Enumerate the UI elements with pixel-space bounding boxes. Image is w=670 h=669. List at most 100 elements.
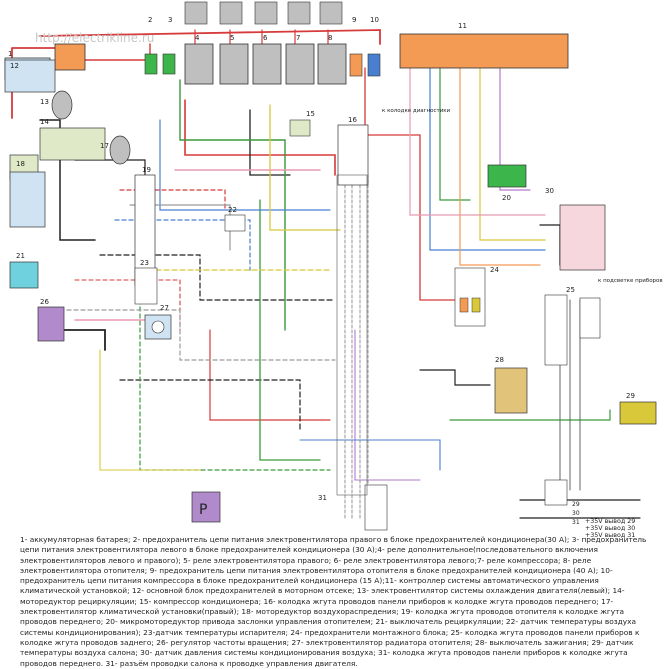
central-connector [336, 174, 368, 496]
badge-9: 9 [352, 16, 356, 24]
wire-red-right [364, 67, 456, 301]
wire-black-4 [419, 369, 491, 386]
badge-19: 19 [142, 166, 151, 174]
panel-light-note: к подсветке приборов [598, 278, 663, 284]
badge-13: 13 [40, 98, 49, 106]
mount-fuse-b [471, 297, 481, 313]
bus-30-label: 30 [572, 510, 580, 517]
cabin-temp-sensor [619, 401, 657, 425]
badge-4: 4 [195, 34, 200, 42]
connector-25 [544, 294, 568, 366]
badge-22: 22 [228, 206, 237, 214]
wire-red-main [184, 99, 336, 176]
legend-text: 1- аккумуляторная батарея; 2- предохрани… [20, 535, 647, 668]
wire-bundle [344, 174, 369, 521]
green-module [487, 164, 527, 188]
watermark: http://electrikline.ru [35, 31, 154, 45]
wire-blue-3 [299, 439, 441, 471]
fan-right [109, 135, 131, 165]
heater-box [9, 171, 46, 228]
mount-fuses [454, 267, 486, 327]
number-badges: 1 2 3 4 5 6 7 8 9 10 11 12 13 14 15 16 1… [8, 16, 635, 502]
wire-red-bottom [209, 329, 331, 421]
wire-gray-dash [59, 309, 336, 361]
badge-18: 18 [16, 160, 25, 168]
fuse-block [54, 43, 86, 71]
badge-1: 1 [8, 50, 12, 58]
relay-row [184, 43, 347, 85]
wire-green-3 [439, 59, 471, 201]
wire-black-1 [39, 119, 96, 241]
bus-29-label: 29 [572, 501, 580, 508]
output-label-29: +35V вывод 29 [585, 518, 635, 525]
wire-black-3 [49, 329, 106, 351]
recirc-switch [9, 261, 39, 289]
badge-17: 17 [100, 142, 109, 150]
wire-black-dash-2 [119, 379, 301, 431]
badge-29: 29 [626, 392, 635, 400]
evaporator-sensor [134, 267, 158, 305]
connector-25b [579, 297, 601, 339]
badge-31: 31 [318, 494, 327, 502]
wire-blue-dash [114, 219, 251, 271]
speed-regulator [37, 306, 65, 342]
wire-gray-1 [129, 204, 231, 251]
badge-20: 20 [502, 194, 511, 202]
main-fuse-block [4, 59, 56, 93]
connector-30 [364, 484, 388, 531]
badge-8: 8 [328, 34, 332, 42]
mount-fuse-a [459, 297, 469, 313]
fuse-3 [162, 53, 176, 75]
air-temp-sensor [224, 214, 246, 232]
badge-24: 24 [490, 266, 499, 274]
wire-black-6 [519, 499, 641, 519]
output-label-30: +35V вывод 30 [585, 525, 635, 532]
badge-16: 16 [348, 116, 357, 124]
badge-10: 10 [370, 16, 379, 24]
wire-yellow-3 [99, 349, 201, 471]
badge-28: 28 [495, 356, 504, 364]
wire-green-1 [179, 79, 286, 331]
wire-orange-1 [459, 59, 541, 266]
wire-black-7 [249, 109, 291, 176]
wire-pink-2 [409, 59, 546, 216]
wire-violet-2 [354, 329, 421, 481]
wire-yellow-1 [269, 104, 341, 231]
relay-strip-top [184, 1, 343, 25]
controller [399, 33, 569, 69]
recirc-motor [39, 127, 106, 161]
badge-2: 2 [148, 16, 152, 24]
badge-5: 5 [230, 34, 234, 42]
wire-red-fuse [84, 43, 151, 61]
fuse-9 [349, 53, 363, 77]
wire-green-4 [449, 409, 611, 421]
badge-23: 23 [140, 259, 149, 267]
badge-15: 15 [306, 110, 315, 118]
wire-red-relay [194, 29, 329, 45]
wire-green-2 [259, 199, 321, 461]
wire-layer [11, 29, 641, 521]
output-label-31: +35V вывод 31 [585, 532, 635, 539]
badge-12: 12 [10, 62, 19, 70]
wire-violet-1 [499, 59, 531, 191]
relay-p-label: P [199, 502, 207, 518]
wire-black-2 [74, 159, 146, 246]
relay-p [191, 491, 221, 523]
badge-26: 26 [40, 298, 49, 306]
fuse-10 [367, 53, 381, 77]
badge-6: 6 [263, 34, 268, 42]
panel-light-block [559, 204, 606, 271]
heater-fan-motor [151, 320, 165, 334]
badge-11: 11 [458, 22, 467, 30]
bus-31-label: 31 [572, 519, 580, 526]
connector-16 [337, 124, 369, 186]
diag-connector-note: к колодке диагностики [382, 108, 451, 114]
fuse-2 [144, 53, 158, 75]
wiring-diagram: http://electrikline.ru [4, 1, 663, 539]
badge-27: 27 [160, 304, 169, 312]
badge-3: 3 [168, 16, 172, 24]
connector-31 [544, 479, 568, 506]
wire-red-dash-2 [74, 279, 181, 331]
badge-30: 30 [545, 187, 554, 195]
fan-left [51, 90, 73, 120]
